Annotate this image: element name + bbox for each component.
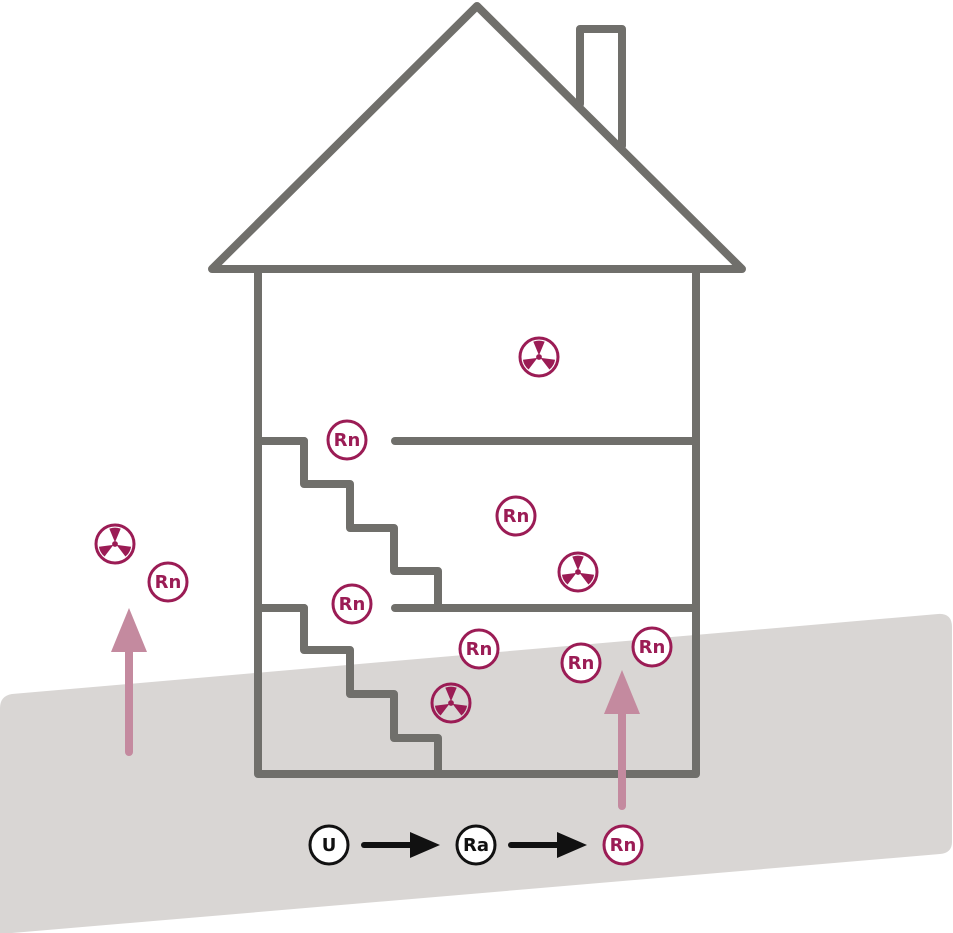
radon-rise-arrows xyxy=(111,608,640,810)
badge-label: Rn xyxy=(334,430,361,451)
radon-badge: Rn xyxy=(326,419,368,461)
radon-badge: Rn xyxy=(495,495,537,537)
house-outline xyxy=(208,2,746,778)
radon-badge: Rn xyxy=(631,626,673,668)
radon-source-badge: Rn xyxy=(602,824,644,866)
radiation-trefoil-icon xyxy=(518,336,560,378)
upper-staircase xyxy=(300,437,442,612)
radon-badge: Rn xyxy=(147,561,189,603)
radiation-trefoil-icon xyxy=(94,523,136,565)
badge-label: Rn xyxy=(339,594,366,615)
badge-label: Rn xyxy=(466,639,493,660)
radium-badge: Ra xyxy=(455,824,497,866)
lower-staircase xyxy=(300,604,442,778)
radon-badge: Rn xyxy=(560,642,602,684)
badge-label: Rn xyxy=(568,653,595,674)
house-walls xyxy=(254,265,700,778)
arrow-right-icon xyxy=(361,832,440,858)
badge-label: Rn xyxy=(639,637,666,658)
radon-badge: Rn xyxy=(458,628,500,670)
chimney xyxy=(576,25,626,150)
radiation-trefoil-icon xyxy=(557,551,599,593)
badge-label: Rn xyxy=(155,572,182,593)
decay-chain: U Ra Rn xyxy=(308,824,644,866)
uranium-badge: U xyxy=(308,824,350,866)
radon-badge: Rn xyxy=(331,583,373,625)
badge-label: Ra xyxy=(463,835,489,856)
badge-label: Rn xyxy=(503,506,530,527)
badge-label: U xyxy=(322,835,337,856)
arrow-up-icon xyxy=(604,670,640,810)
arrow-up-icon xyxy=(111,608,147,756)
roof xyxy=(208,2,746,273)
arrow-right-icon xyxy=(508,832,587,858)
badge-label: Rn xyxy=(610,835,637,856)
